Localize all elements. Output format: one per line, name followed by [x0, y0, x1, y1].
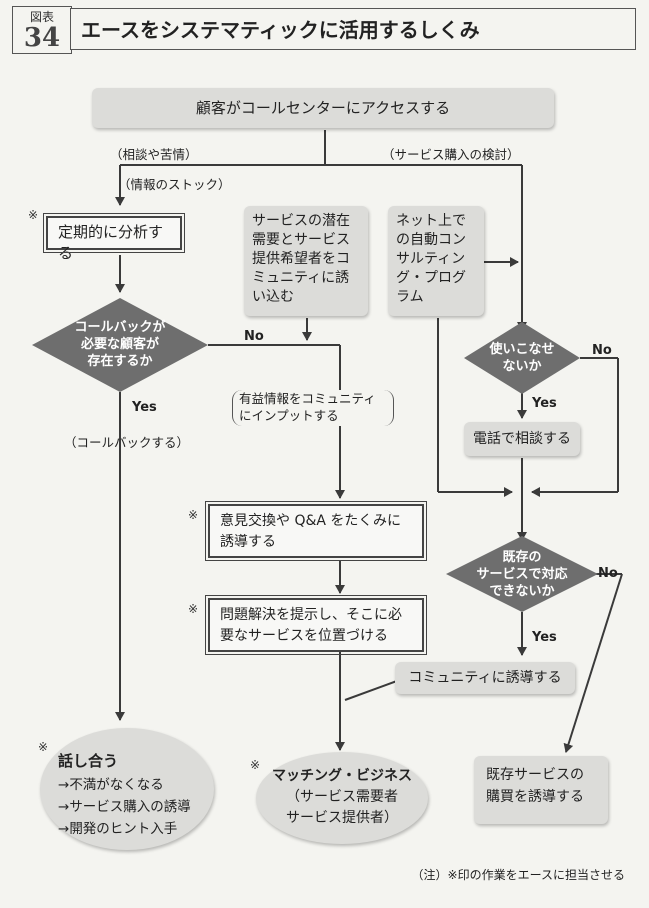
- arrow-to-existing-buy: [563, 573, 623, 753]
- callback-decision-text: コールバックが 必要な顧客が 存在するか: [50, 319, 190, 370]
- net-program-line: サルティン: [396, 251, 466, 267]
- callback-decision-line: コールバックが: [74, 320, 166, 335]
- existing-decision-line: サービスで対応: [476, 567, 568, 582]
- net-program-line: ネット上で: [396, 213, 466, 229]
- callback-label: （コールバックする）: [64, 435, 190, 450]
- solution-line: 要なサービスを位置づける: [220, 628, 388, 644]
- footnote: （注）※印の作業をエースに担当させる: [411, 868, 625, 882]
- figure-number: 34: [23, 23, 61, 53]
- existing-buy-line: 購買を誘導する: [486, 789, 584, 805]
- star-mark-exchange: ※: [188, 508, 199, 522]
- existing-buy-box: 既存サービスの 購買を誘導する: [474, 756, 608, 824]
- no-label-use: No: [592, 343, 612, 358]
- community-invite-line: い込む: [252, 289, 294, 305]
- star-mark-solution: ※: [188, 602, 199, 616]
- arrow-icon: →: [58, 799, 70, 815]
- callback-decision-line: 必要な顧客が: [80, 337, 159, 352]
- existing-decision-line: 既存の: [502, 550, 542, 565]
- existing-decision-line: できないか: [489, 584, 555, 599]
- matching-line: サービス提供者）: [286, 810, 398, 826]
- net-program-line: の自動コン: [396, 232, 466, 248]
- input-info-line: にインプットする: [239, 408, 339, 423]
- label-stock: （情報のストック）: [118, 177, 231, 192]
- matching-ellipse: [256, 752, 428, 844]
- solution-box: 問題解決を提示し、そこに必 要なサービスを位置づける: [205, 595, 427, 655]
- yes-label-existing: Yes: [532, 630, 557, 645]
- input-info-label: 有益情報をコミュニティ にインプットする: [232, 390, 394, 426]
- star-mark-matching: ※: [250, 758, 261, 772]
- net-program-box: ネット上で の自動コン サルティン グ・プログ ラム: [388, 206, 484, 316]
- community-invite-line: ミュニティに誘: [252, 270, 350, 286]
- input-info-line: 有益情報をコミュニティ: [239, 391, 376, 406]
- figure-label: 図表: [29, 10, 54, 24]
- analyze-box: 定期的に分析する: [43, 213, 185, 262]
- use-decision-line: ないか: [502, 359, 542, 374]
- yes-label-callback: Yes: [132, 400, 157, 415]
- top-access-box: 顧客がコールセンターにアクセスする: [92, 88, 554, 128]
- community-invite-line: サービスの潜在: [252, 213, 350, 229]
- community-guide-box: コミュニティに誘導する: [395, 662, 575, 694]
- figure-badge: 図表 34: [12, 6, 72, 54]
- no-label-callback: No: [244, 329, 264, 344]
- talk-item: →サービス購入の誘導: [58, 799, 191, 815]
- label-purchase: （サービス購入の検討）: [382, 147, 520, 162]
- exchange-line: 意見交換や Q&A をたくみに: [220, 513, 401, 529]
- net-program-line: ラム: [396, 289, 424, 305]
- yes-label-use: Yes: [532, 396, 557, 411]
- use-decision-line: 使いこなせ: [489, 342, 555, 357]
- talk-ellipse: [40, 728, 214, 850]
- arrow-icon: →: [58, 821, 70, 837]
- existing-buy-line: 既存サービスの: [486, 767, 584, 783]
- net-program-line: グ・プログ: [396, 270, 466, 286]
- talk-item: →開発のヒント入手: [58, 821, 178, 837]
- community-invite-line: 提供希望者をコ: [252, 251, 350, 267]
- matching-line: （サービス需要者: [286, 789, 398, 805]
- matching-line: マッチング・ビジネス: [272, 768, 412, 784]
- matching-text: マッチング・ビジネス （サービス需要者 サービス提供者）: [258, 766, 426, 829]
- callback-decision-line: 存在するか: [87, 354, 153, 369]
- callback-decision-diamond: [32, 298, 208, 392]
- exchange-box: 意見交換や Q&A をたくみに 誘導する: [205, 501, 427, 561]
- existing-decision-text: 既存の サービスで対応 できないか: [456, 549, 588, 600]
- community-invite-line: 需要とサービス: [252, 232, 350, 248]
- no-label-existing: No: [598, 566, 618, 581]
- use-decision-text: 使いこなせ ないか: [472, 341, 572, 375]
- community-invite-box: サービスの潜在 需要とサービス 提供希望者をコ ミュニティに誘 い込む: [244, 206, 368, 316]
- existing-decision-diamond: [446, 536, 598, 612]
- exchange-line: 誘導する: [220, 534, 276, 550]
- talk-title: 話し合う: [58, 752, 119, 770]
- figure-title: エースをシステマティックに活用するしくみ: [70, 8, 636, 50]
- talk-items: →不満がなくなる →サービス購入の誘導 →開発のヒント入手: [58, 774, 191, 840]
- star-mark-analyze: ※: [28, 208, 39, 222]
- use-decision-diamond: [464, 322, 580, 394]
- phone-consult-box: 電話で相談する: [464, 422, 580, 456]
- arrow-icon: →: [58, 777, 70, 793]
- star-mark-talk: ※: [38, 740, 49, 754]
- talk-item: →不満がなくなる: [58, 777, 164, 793]
- solution-line: 問題解決を提示し、そこに必: [220, 607, 402, 623]
- label-consult: （相談や苦情）: [110, 147, 198, 162]
